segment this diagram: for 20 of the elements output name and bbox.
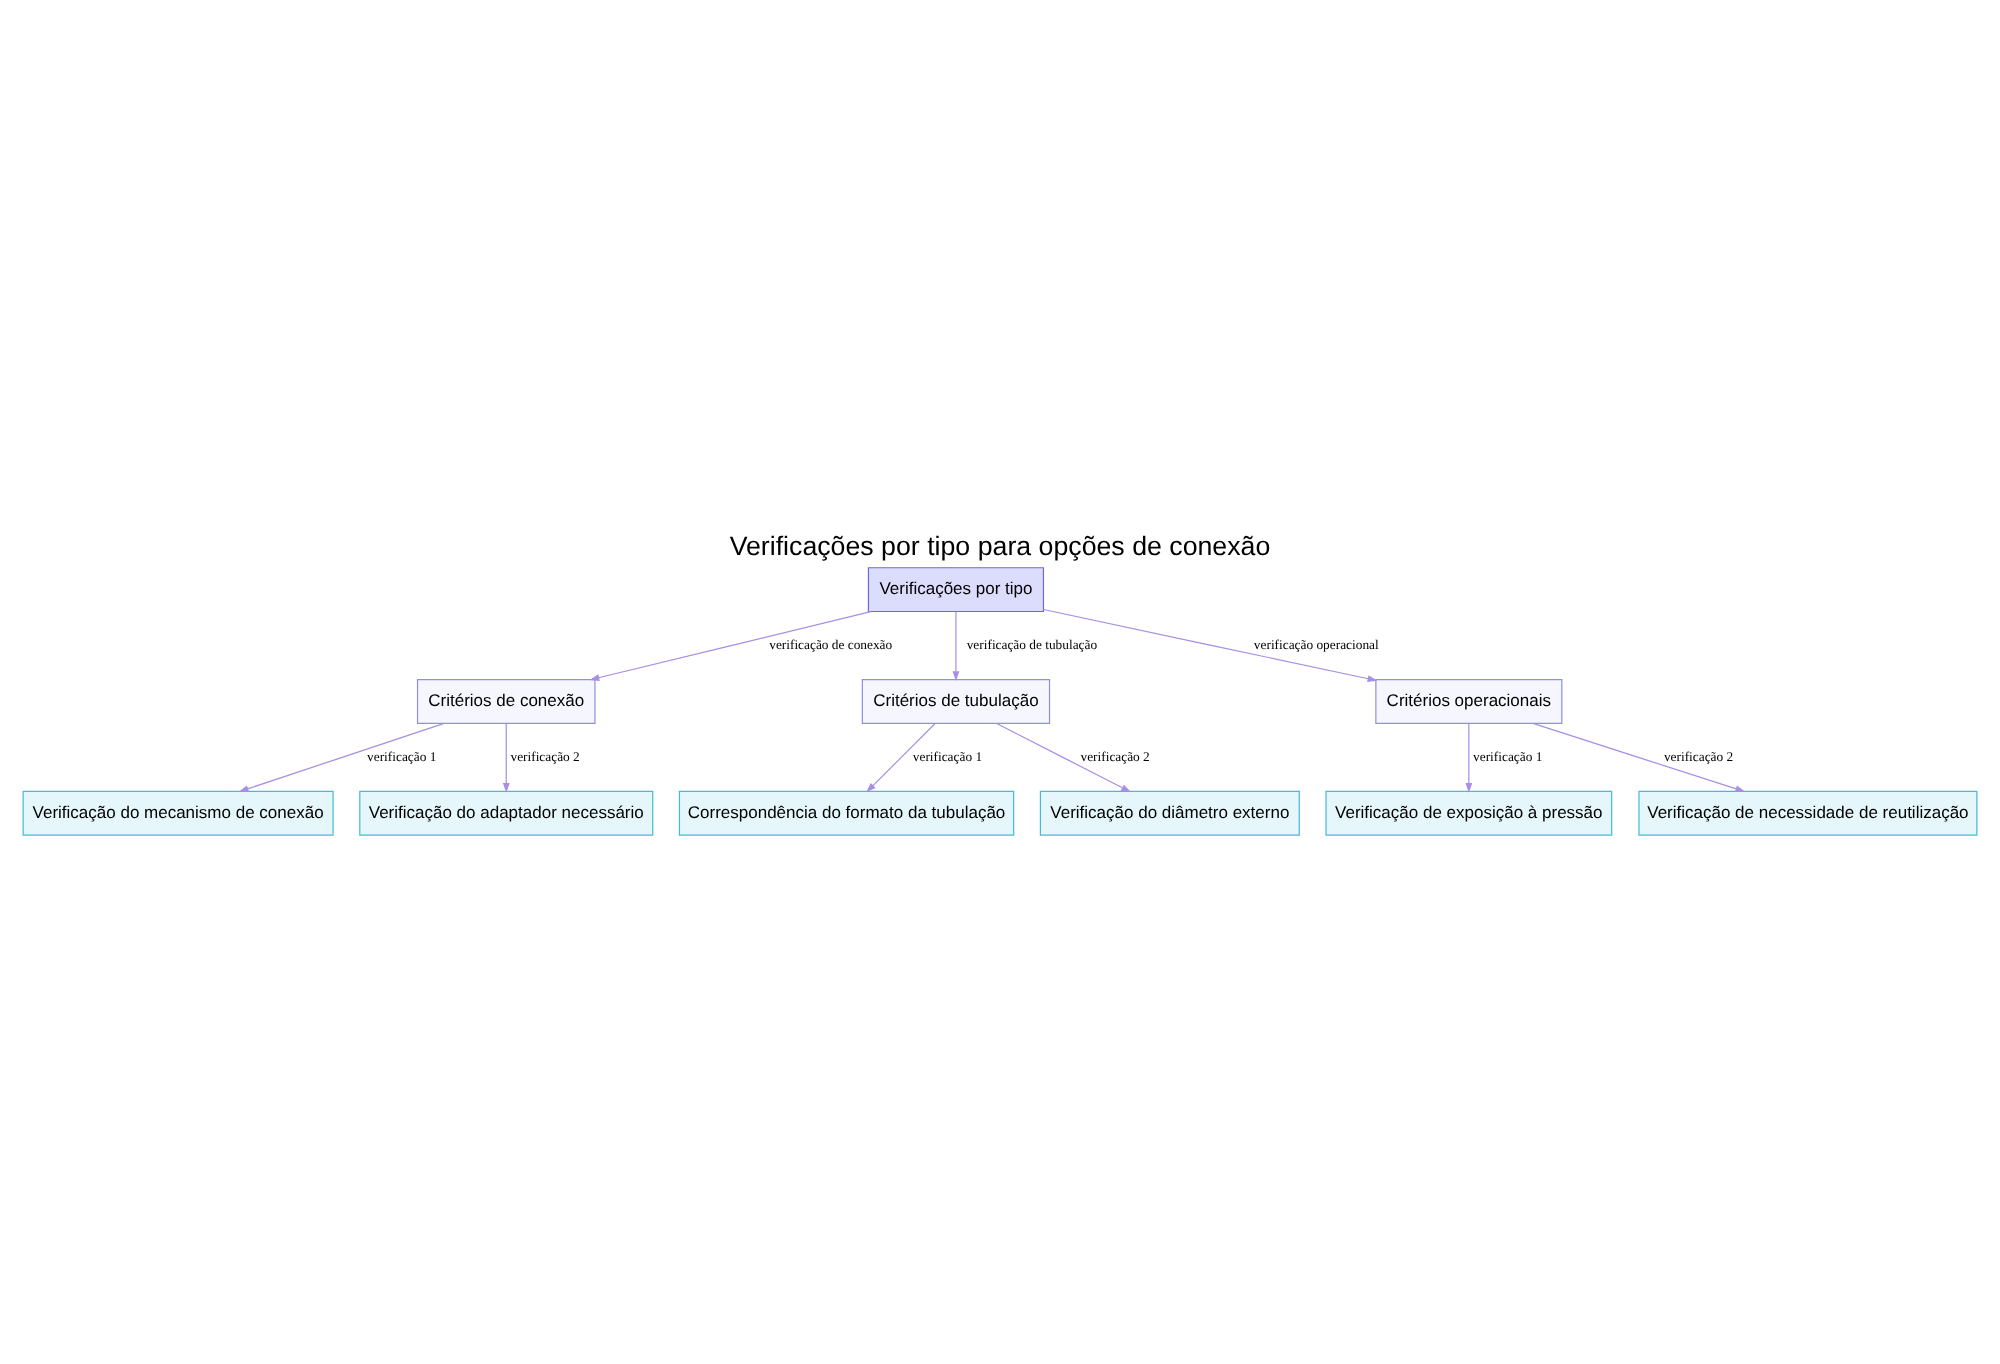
node-box: Verificação de necessidade de reutilização bbox=[1638, 790, 1978, 836]
arrow bbox=[1465, 723, 1473, 793]
arrow bbox=[1532, 722, 1746, 793]
node-box: Verificação do adaptador necessário bbox=[359, 790, 654, 836]
node-box: Correspondência do formato da tubulação bbox=[678, 790, 1015, 836]
node-box: Critérios de conexão bbox=[416, 678, 596, 724]
node-box: Verificações por tipo bbox=[867, 567, 1045, 613]
node-box: Critérios de tubulação bbox=[861, 678, 1051, 724]
node-box: Verificação do mecanismo de conexão bbox=[22, 790, 334, 836]
arrow bbox=[1042, 608, 1378, 683]
node-box: Critérios operacionais bbox=[1375, 678, 1563, 724]
arrow bbox=[238, 722, 445, 792]
arrow bbox=[502, 723, 510, 793]
arrow bbox=[866, 723, 936, 793]
arrow bbox=[589, 610, 872, 681]
arrow bbox=[952, 611, 960, 682]
node-box: Verificação do diâmetro externo bbox=[1039, 790, 1300, 836]
node-box: Verificação de exposição à pressão bbox=[1325, 790, 1613, 836]
arrow bbox=[996, 722, 1131, 793]
diagram-title: Verificações por tipo para opções de conexão bbox=[729, 531, 1271, 562]
